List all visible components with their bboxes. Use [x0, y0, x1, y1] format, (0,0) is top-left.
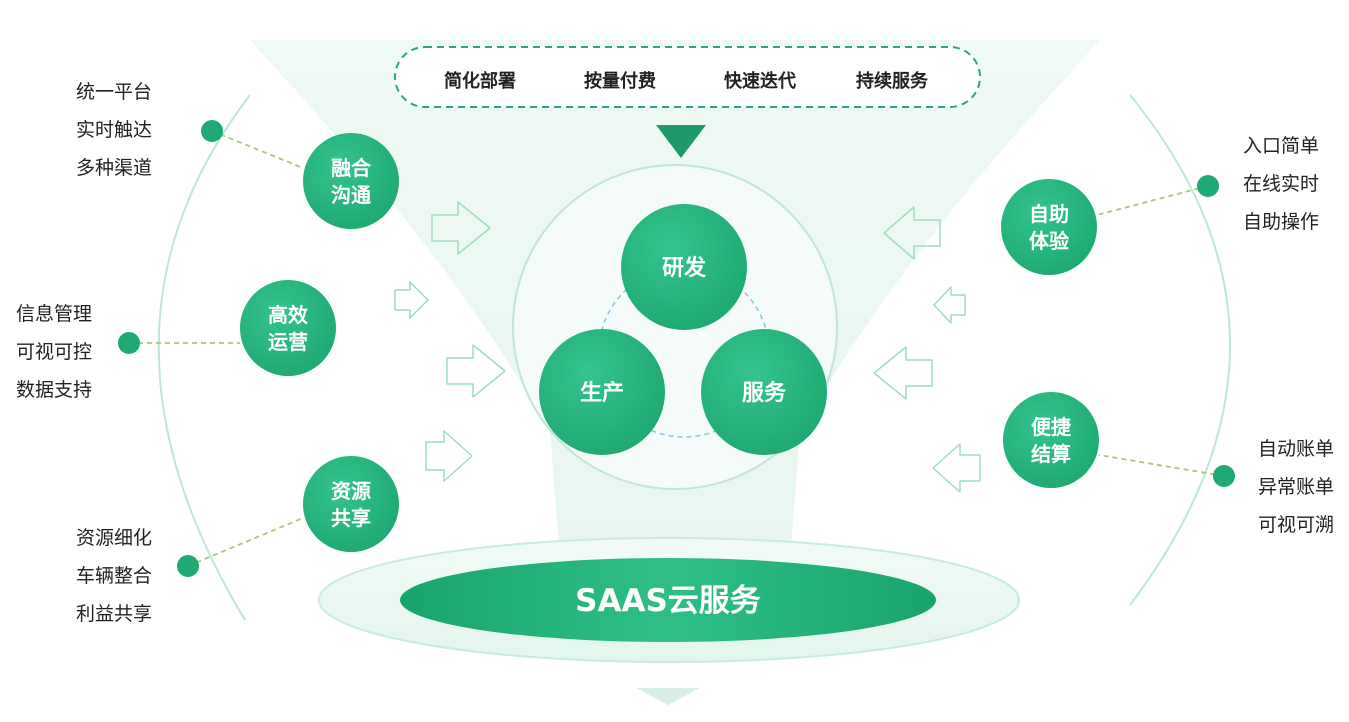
connector-line — [187, 517, 304, 567]
module-note: 自助操作 — [1243, 211, 1319, 233]
module-title: 沟通 — [331, 183, 371, 207]
module-note: 统一平台 — [76, 81, 152, 103]
top-feature-label: 持续服务 — [856, 70, 929, 92]
core-rd-circle — [621, 204, 747, 330]
module-note: 入口简单 — [1243, 135, 1319, 157]
bottom-arrow-icon — [636, 688, 700, 705]
chevron-arrow-icon — [394, 281, 429, 319]
module-title: 体验 — [1029, 229, 1069, 253]
module-note: 车辆整合 — [76, 565, 152, 587]
chevron-arrow-icon — [425, 430, 473, 482]
core-label: 研发 — [662, 255, 707, 281]
module-note: 实时触达 — [76, 119, 152, 141]
chevron-arrows — [394, 201, 981, 493]
module-note: 可视可控 — [16, 341, 92, 363]
module-title: 融合 — [331, 156, 372, 180]
core-production-circle — [539, 329, 665, 455]
connector-dot — [201, 120, 223, 142]
module-title: 结算 — [1031, 442, 1071, 466]
saas-label: SAAS云服务 — [575, 583, 761, 619]
module-title: 运营 — [268, 330, 308, 354]
right-circle — [1003, 392, 1099, 488]
connector-dot — [1197, 175, 1219, 197]
chevron-arrow-icon — [883, 206, 941, 260]
chevron-arrow-icon — [446, 344, 506, 398]
top-features: 简化部署 按量付费 快速迭代 持续服务 — [444, 70, 929, 92]
connector-line — [1096, 185, 1209, 216]
chevron-arrow-icon — [431, 201, 491, 255]
top-feature-label: 快速迭代 — [724, 70, 796, 92]
module-note: 数据支持 — [16, 379, 92, 401]
chevron-arrow-icon — [873, 346, 933, 400]
connector-dot — [118, 332, 140, 354]
connector-line — [1098, 454, 1225, 477]
left-arc — [157, 94, 251, 621]
top-feature-label: 按量付费 — [584, 70, 656, 92]
connector-dot — [1213, 465, 1235, 487]
left-circle — [240, 280, 336, 376]
module-note: 利益共享 — [76, 603, 152, 625]
module-title: 自助 — [1029, 202, 1069, 226]
core-service-circle — [701, 329, 827, 455]
module-note: 异常账单 — [1258, 476, 1334, 498]
connector-line — [211, 130, 304, 169]
right-arc — [1129, 94, 1231, 606]
module-note: 信息管理 — [16, 303, 92, 325]
chevron-arrow-icon — [932, 443, 981, 493]
connector-dot — [177, 555, 199, 577]
module-title: 便捷 — [1031, 415, 1072, 439]
module-title: 高效 — [268, 303, 308, 327]
module-note: 在线实时 — [1243, 173, 1319, 195]
module-note: 多种渠道 — [76, 157, 152, 179]
top-feature-label: 简化部署 — [444, 70, 516, 92]
right-circle — [1001, 179, 1097, 275]
left-circle — [303, 456, 399, 552]
module-title: 资源 — [331, 479, 371, 503]
module-note: 自动账单 — [1258, 438, 1334, 460]
module-note: 可视可溯 — [1258, 514, 1334, 536]
top-features-pill — [394, 46, 981, 108]
down-arrow-icon — [656, 125, 706, 158]
core-label: 服务 — [742, 381, 787, 406]
module-title: 共享 — [331, 506, 371, 530]
saas-base-oval — [400, 558, 936, 642]
core-label: 生产 — [580, 381, 624, 406]
left-circle — [303, 133, 399, 229]
chevron-arrow-icon — [933, 286, 966, 324]
module-note: 资源细化 — [76, 527, 152, 549]
